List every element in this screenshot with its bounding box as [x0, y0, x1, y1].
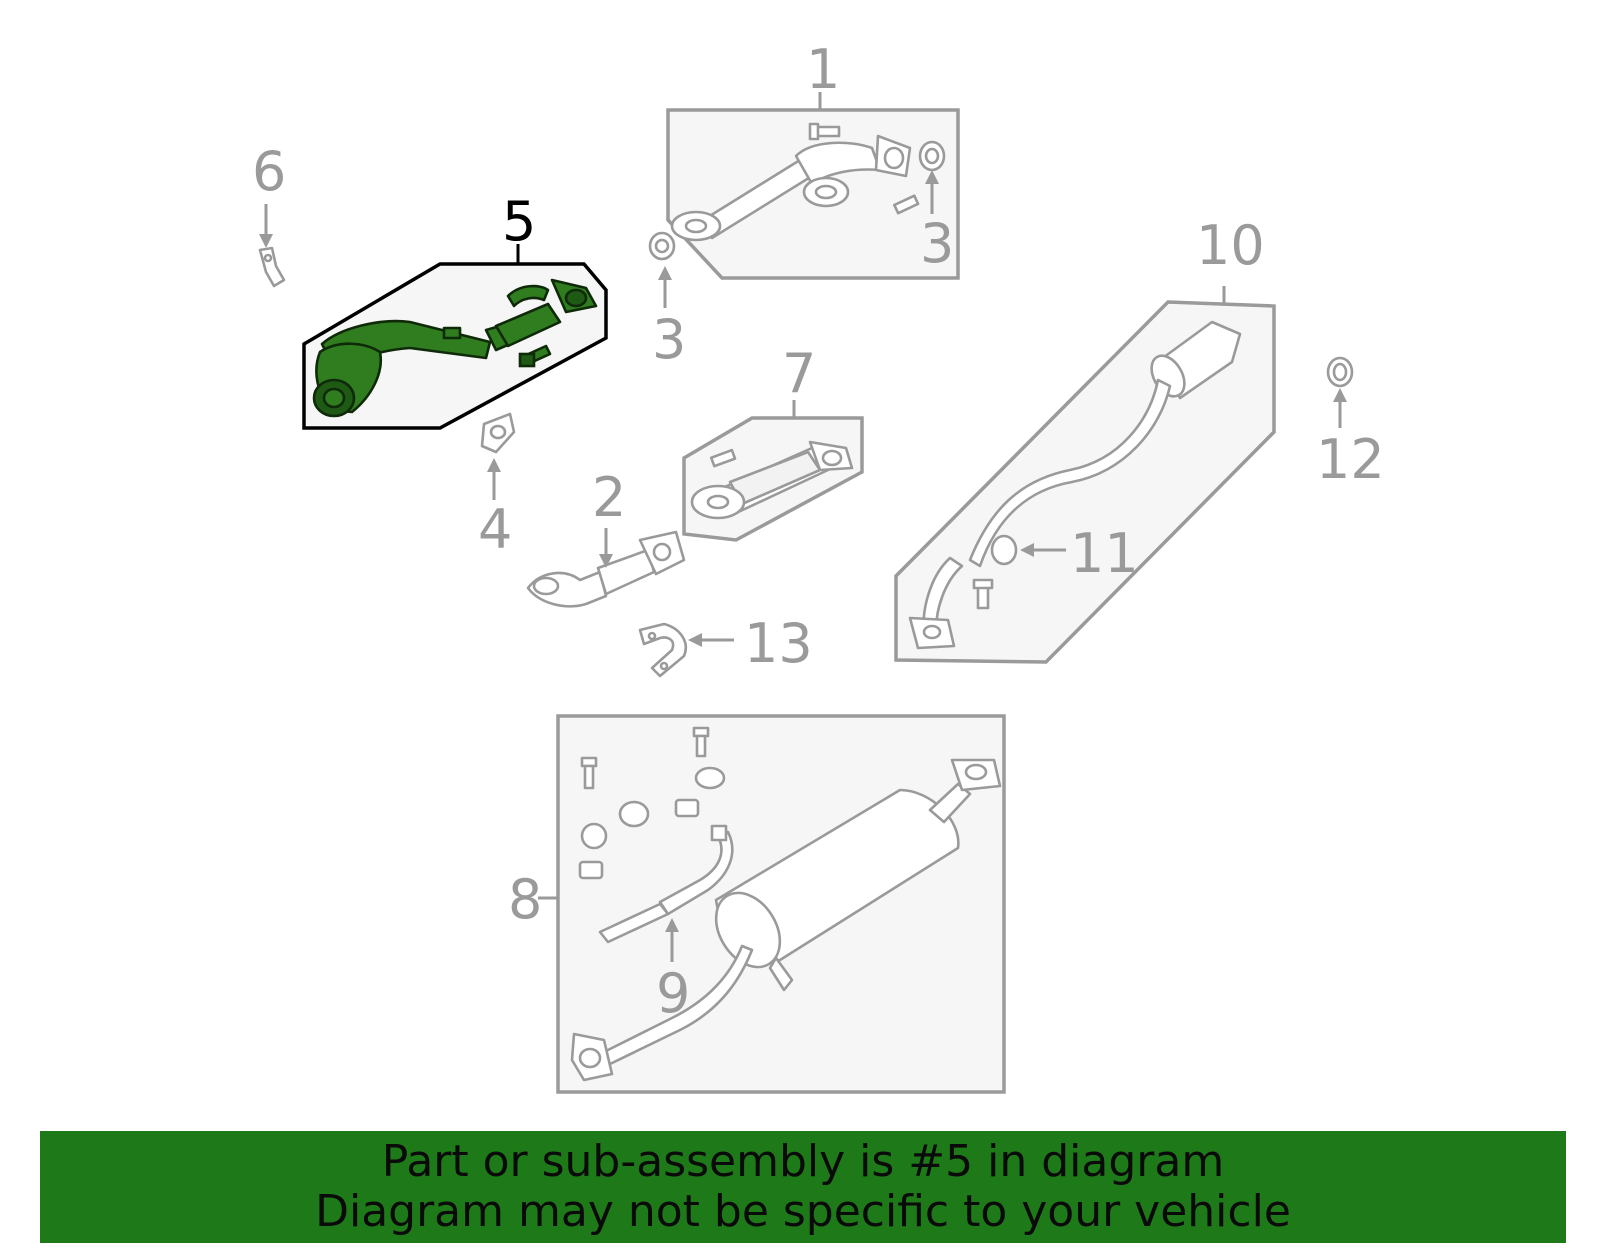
part-5-drawing: [312, 278, 598, 418]
info-banner: Part or sub-assembly is #5 in diagram Di…: [40, 1131, 1566, 1243]
part-7-catalytic-converter-group[interactable]: [682, 400, 864, 542]
part-3-gasket-lower[interactable]: [648, 231, 676, 308]
part-12-gasket-ring[interactable]: [1326, 356, 1354, 428]
callout-11: 11: [1070, 522, 1139, 585]
part-8-muffler-group[interactable]: [538, 714, 1006, 1094]
converter-drawing: [690, 440, 854, 520]
banner-line-part-number: Part or sub-assembly is #5 in diagram: [381, 1136, 1225, 1187]
part-13-hanger[interactable]: [638, 622, 734, 678]
part-3-gasket-upper[interactable]: [918, 140, 946, 214]
callout-5: 5: [502, 190, 536, 253]
front-pipe-drawing: [670, 122, 920, 242]
part-5-catalytic-converter-assembly[interactable]: [302, 244, 608, 430]
part-6-bracket[interactable]: [258, 204, 286, 288]
part-4-gasket[interactable]: [480, 412, 516, 500]
callout-13: 13: [744, 612, 813, 675]
callout-12: 12: [1316, 428, 1385, 491]
callout-2: 2: [592, 466, 626, 529]
callout-8: 8: [508, 868, 542, 931]
callout-6: 6: [252, 140, 286, 203]
callout-4: 4: [478, 498, 512, 561]
callout-9: 9: [656, 962, 690, 1025]
center-pipe-drawing: [908, 320, 1242, 650]
callout-10: 10: [1196, 214, 1265, 277]
callout-3-lower: 3: [652, 308, 686, 371]
part-10-center-pipe-group[interactable]: [894, 286, 1276, 664]
banner-line-disclaimer: Diagram may not be specific to your vehi…: [315, 1186, 1291, 1237]
callout-1: 1: [806, 38, 840, 101]
callout-3-upper: 3: [920, 212, 954, 275]
muffler-drawing: [570, 726, 1002, 1082]
callout-7: 7: [782, 342, 816, 405]
part-2-flex-pipe[interactable]: [526, 528, 686, 608]
part-1-front-pipe-group[interactable]: [666, 92, 960, 280]
